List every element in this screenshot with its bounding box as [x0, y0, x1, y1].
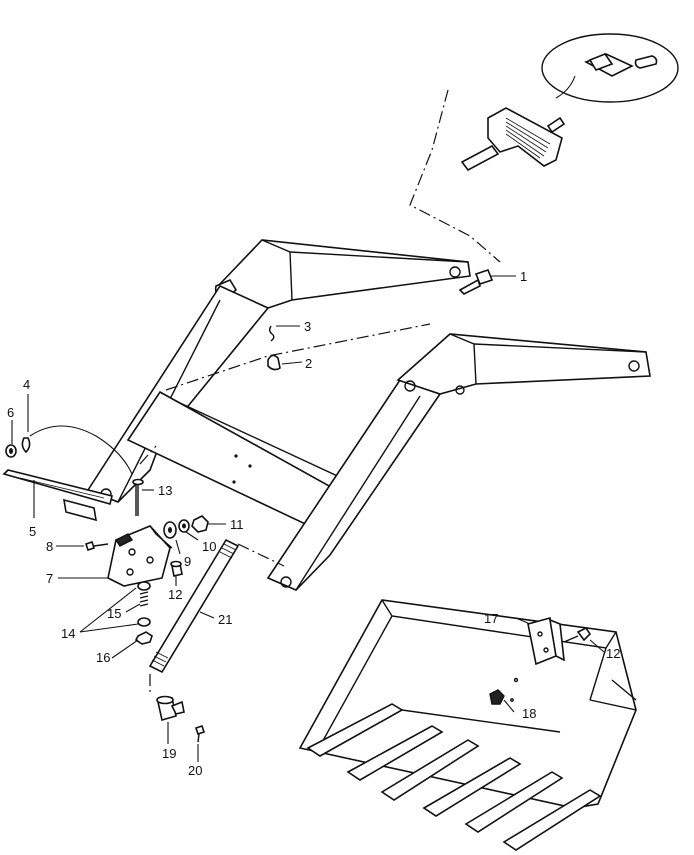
- frame-dot: [248, 464, 252, 468]
- callout-19: 19: [162, 746, 176, 761]
- tine-6: [502, 789, 602, 851]
- part-18-nut: [489, 689, 505, 705]
- callout-17: 17: [484, 611, 498, 626]
- part-1-handle-pin: [458, 269, 494, 295]
- bucket-dot: [513, 677, 519, 683]
- part-10-washer: [178, 519, 190, 533]
- tine-2: [346, 725, 444, 781]
- callout-5: 5: [29, 524, 36, 539]
- callout-15: 15: [107, 606, 121, 621]
- handle-detail-group: [409, 33, 679, 263]
- part-9-bushing: [163, 521, 177, 539]
- part-16-nut: [134, 631, 153, 645]
- cross-member: [126, 390, 342, 532]
- part-14-washers: [137, 581, 151, 627]
- right-arm-top: [473, 343, 647, 353]
- right-post-foot-hole: [280, 576, 292, 588]
- part-12-pin-left: [170, 560, 183, 577]
- handle-shaft-right: [546, 116, 566, 134]
- callout-14: 14: [61, 626, 75, 641]
- right-arm-bushing-hole: [404, 380, 416, 392]
- callout-13: 13: [158, 483, 172, 498]
- handle-shaft: [460, 144, 500, 172]
- callout-6: 6: [7, 405, 14, 420]
- callout-12a: 12: [168, 587, 182, 602]
- part-19-clevis-pin: [156, 695, 185, 722]
- t-handle-shading: [505, 117, 551, 159]
- callout-8: 8: [46, 539, 53, 554]
- loader-frame: [86, 239, 651, 591]
- hidden-line-upper: [409, 89, 501, 263]
- part-12-bolt-right: [563, 626, 592, 643]
- bucket-dot-2: [510, 698, 514, 702]
- callout-1: 1: [520, 269, 527, 284]
- part-20-cotter: [194, 724, 206, 743]
- part-13-bolt: [132, 478, 144, 516]
- part-15-spring: [139, 591, 149, 607]
- part-11-nut: [191, 515, 209, 533]
- callout-11: 11: [230, 517, 244, 532]
- callout-20: 20: [188, 763, 202, 778]
- tine-4: [422, 757, 522, 817]
- part-2-clip: [267, 354, 281, 371]
- callout-4: 4: [23, 377, 30, 392]
- latch-plate-top: [588, 53, 614, 71]
- callout-2: 2: [305, 356, 312, 371]
- part-7-bracket: [107, 525, 173, 587]
- bucket-left-inner: [319, 615, 393, 747]
- callout-18: 18: [522, 706, 536, 721]
- callout-12b: 12: [606, 646, 620, 661]
- leader-lines: [11, 275, 605, 762]
- tine-3: [380, 739, 480, 801]
- bucket-top-lip: [381, 599, 617, 649]
- right-arm-pin-hole: [628, 360, 640, 372]
- callout-7: 7: [46, 571, 53, 586]
- part-3-spring-pin: [269, 325, 275, 342]
- pin-small: [634, 55, 658, 69]
- part-21-rod: [148, 538, 285, 674]
- part-4-lanyard: [21, 425, 133, 475]
- detail-line: [555, 75, 576, 99]
- callout-3: 3: [304, 319, 311, 334]
- t-handle: [487, 107, 563, 167]
- tine-5: [464, 771, 564, 833]
- left-arm-top: [289, 251, 469, 263]
- callout-labels: 1 2 3 4 5 6 7 8 9 10 11 12 12 13 14 15 1…: [7, 269, 620, 778]
- part-6-ring: [5, 444, 17, 458]
- part-8-screw: [84, 540, 109, 552]
- detail-bubble-outline: [541, 33, 679, 103]
- right-post-inner: [295, 395, 421, 591]
- bucket-right-inner: [589, 647, 607, 701]
- bucket-right-flange: [611, 679, 637, 701]
- frame-dot: [234, 454, 238, 458]
- left-upper-arm: [216, 239, 471, 309]
- left-arm-pin-hole: [449, 266, 461, 278]
- callout-10: 10: [202, 539, 216, 554]
- tine-crossbar: [401, 709, 561, 733]
- part-17-bracket: [527, 616, 565, 666]
- bucket-floor-edge: [589, 699, 637, 711]
- frame-dot: [232, 480, 236, 484]
- right-arm-lower-hole: [455, 385, 465, 395]
- callout-21: 21: [218, 612, 232, 627]
- right-upper-arm: [396, 333, 651, 395]
- callout-9: 9: [184, 554, 191, 569]
- callout-16: 16: [96, 650, 110, 665]
- hidden-line-frame-2: [139, 445, 157, 465]
